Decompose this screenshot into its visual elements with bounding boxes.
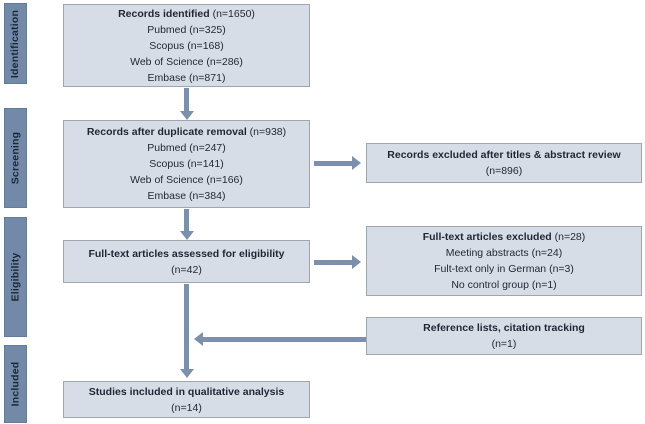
arrowhead-down-icon (180, 231, 194, 240)
box-line: (n=42) (171, 263, 202, 276)
box-fulltext-excluded: Full-text articles excluded (n=28) Meeti… (366, 226, 642, 296)
box-records-excluded: Records excluded after titles & abstract… (366, 143, 642, 183)
box-line: (n=14) (171, 401, 202, 414)
arrow-shaft (203, 337, 366, 342)
stage-label-screening: Screening (9, 131, 22, 185)
arrowhead-right-icon (352, 156, 361, 170)
box-title: Full-text articles excluded (n=28) (422, 231, 586, 243)
arrow-shaft (184, 284, 189, 369)
box-line: Embase (n=384) (147, 190, 226, 202)
stage-label-identification: Identification (9, 9, 22, 78)
stage-label-included: Included (9, 361, 22, 407)
box-title: Records identified (n=1650) (118, 7, 255, 20)
box-title: Reference lists, citation tracking (423, 322, 585, 334)
stage-bar-screening: Screening (4, 108, 27, 208)
arrow-shaft (314, 161, 352, 166)
box-line: Pubmed (n=325) (147, 23, 226, 36)
box-title: Records excluded after titles & abstract… (387, 149, 621, 161)
box-title: Studies included in qualitative analysis (88, 385, 285, 398)
arrowhead-right-icon (352, 255, 361, 269)
box-reference-lists: Reference lists, citation tracking (n=1) (366, 317, 642, 355)
box-line: No control group (n=1) (451, 279, 557, 291)
stage-bar-identification: Identification (4, 3, 27, 84)
stage-label-eligibility: Eligibility (9, 252, 22, 302)
box-line: Fult-text only in German (n=3) (434, 263, 574, 275)
box-line: (n=896) (485, 165, 523, 177)
box-title: Full-text articles assessed for eligibil… (88, 247, 285, 260)
arrow-shaft (184, 209, 189, 231)
box-line: Meeting abstracts (n=24) (445, 247, 563, 259)
box-title: Records after duplicate removal (n=938) (86, 126, 287, 138)
box-studies-included: Studies included in qualitative analysis… (63, 381, 310, 418)
box-line: Scopus (n=141) (149, 158, 224, 170)
arrow-shaft (184, 88, 189, 111)
arrowhead-left-icon (194, 332, 203, 346)
arrow-shaft (314, 260, 352, 265)
arrowhead-down-icon (180, 369, 194, 378)
box-line: Pubmed (n=247) (147, 142, 226, 154)
box-line: Web of Science (n=166) (130, 174, 243, 186)
stage-bar-included: Included (4, 345, 27, 423)
stage-bar-eligibility: Eligibility (4, 217, 27, 337)
box-line: Web of Science (n=286) (130, 55, 243, 68)
box-records-identified: Records identified (n=1650) Pubmed (n=32… (63, 4, 310, 87)
arrowhead-down-icon (180, 111, 194, 120)
box-fulltext-assessed: Full-text articles assessed for eligibil… (63, 240, 310, 283)
box-duplicate-removal: Records after duplicate removal (n=938) … (63, 120, 310, 208)
box-line: Embase (n=871) (147, 71, 226, 84)
box-line: (n=1) (491, 338, 517, 350)
box-line: Scopus (n=168) (149, 39, 224, 52)
